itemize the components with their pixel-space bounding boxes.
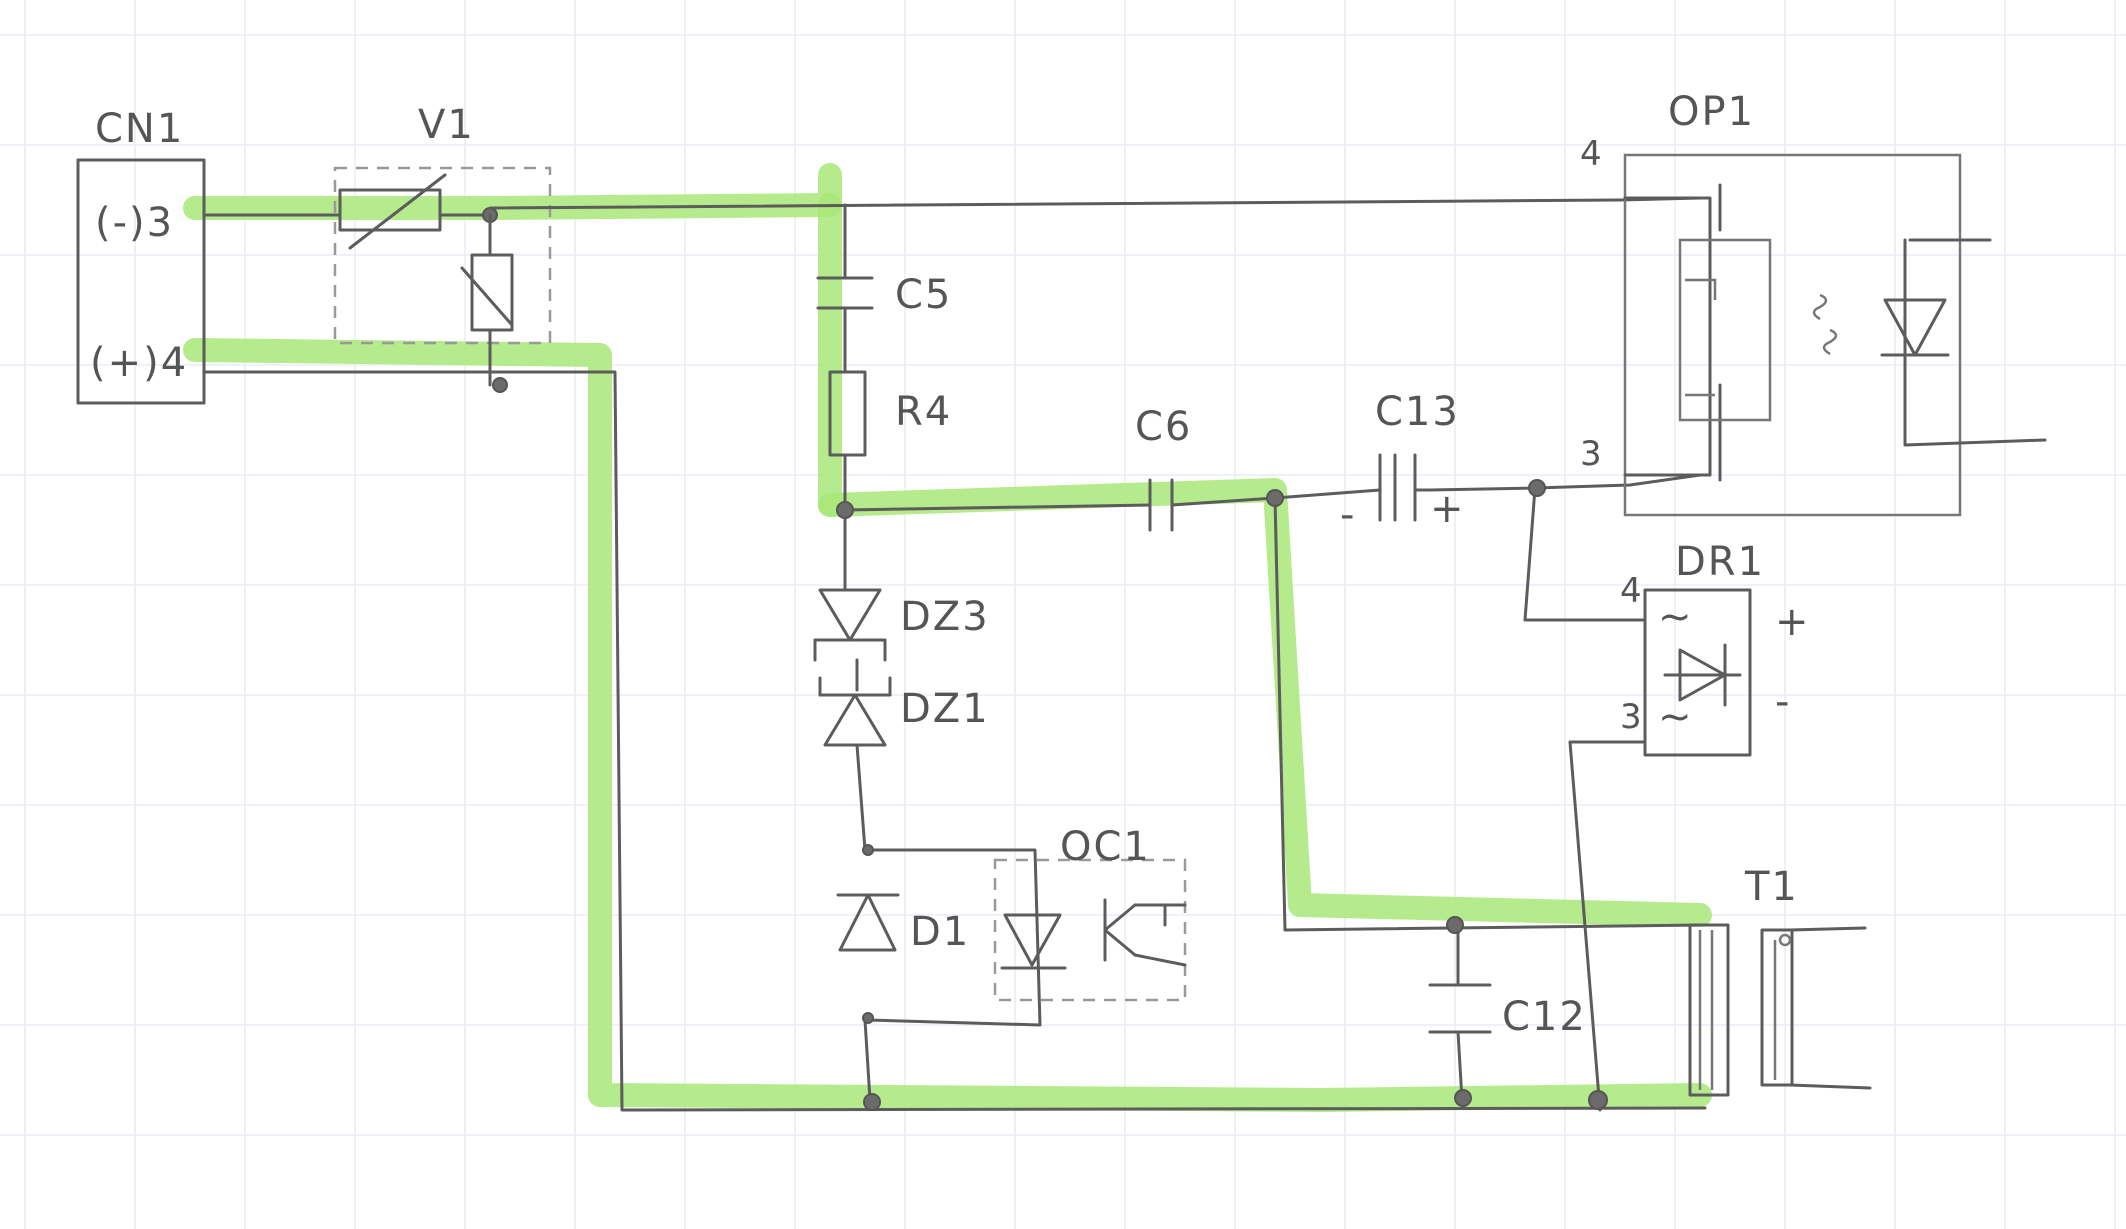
label-t1: T1 bbox=[1744, 864, 1799, 910]
label-cn1: CN1 bbox=[95, 106, 184, 152]
junction-gnd-d1 bbox=[863, 1093, 881, 1111]
label-d1: D1 bbox=[910, 909, 970, 955]
label-dr1: DR1 bbox=[1675, 539, 1765, 585]
bridge-rectifier-dr1: DR1 4 3 ~ ~ + - bbox=[1620, 539, 1811, 757]
label-c5: C5 bbox=[895, 272, 952, 318]
capacitor-c6: C6 bbox=[1135, 404, 1192, 532]
label-v1: V1 bbox=[418, 102, 475, 148]
label-dz3: DZ3 bbox=[900, 594, 990, 640]
label-c6: C6 bbox=[1135, 404, 1192, 450]
op1-pin-4-label: 4 bbox=[1580, 134, 1602, 174]
pin-label-cn1-4: (+)4 bbox=[90, 340, 188, 386]
op1-pin-3-label: 3 bbox=[1580, 434, 1602, 474]
capacitor-c13: C13 - + bbox=[1340, 389, 1466, 538]
highlight-net-top bbox=[183, 163, 842, 220]
junction-r4-c6 bbox=[836, 501, 854, 519]
label-op1: OP1 bbox=[1668, 89, 1755, 135]
highlight-net-ground-left bbox=[183, 338, 1712, 1112]
connector-cn1: CN1 (-)3 (+)4 bbox=[76, 106, 206, 405]
varistor-v1: V1 bbox=[202, 102, 552, 393]
resistor-r4: R4 bbox=[828, 370, 952, 457]
capacitor-c12: C12 bbox=[1428, 983, 1587, 1040]
optocoupler-oc1: OC1 bbox=[993, 824, 1187, 1002]
relay-op1: OP1 4 3 bbox=[1580, 89, 2047, 517]
label-c12: C12 bbox=[1502, 994, 1587, 1040]
dr1-minus: - bbox=[1775, 679, 1791, 725]
junctions bbox=[836, 479, 1608, 1111]
junction-v1-bottom bbox=[492, 377, 508, 393]
pin-label-cn1-3: (-)3 bbox=[95, 200, 174, 246]
diode-d1: D1 bbox=[836, 844, 1042, 1027]
label-dz1: DZ1 bbox=[900, 686, 990, 732]
junction-c12-top bbox=[1446, 916, 1464, 934]
capacitor-c5: C5 bbox=[816, 272, 952, 318]
c13-minus-sign: - bbox=[1340, 492, 1356, 538]
junction-c6-right bbox=[1266, 489, 1284, 507]
dr1-pin-4-label: 4 bbox=[1620, 571, 1642, 611]
label-r4: R4 bbox=[895, 389, 952, 435]
dr1-pin-3-label: 3 bbox=[1620, 697, 1642, 737]
dr1-ac-top: ~ bbox=[1658, 594, 1694, 640]
c13-plus-sign: + bbox=[1430, 486, 1466, 532]
transformer-t1: T1 bbox=[1688, 864, 1872, 1097]
highlight-net-c6 bbox=[818, 478, 1712, 927]
junction-gnd-dr1 bbox=[1588, 1090, 1608, 1110]
junction-gnd-c12 bbox=[1454, 1089, 1472, 1107]
label-oc1: OC1 bbox=[1060, 824, 1151, 870]
zener-dz3: DZ3 bbox=[813, 588, 990, 662]
zener-dz1: DZ1 bbox=[818, 676, 990, 747]
dr1-ac-bottom: ~ bbox=[1658, 694, 1694, 740]
junction-c13-right bbox=[1528, 479, 1546, 497]
dr1-plus: + bbox=[1775, 599, 1811, 645]
label-c13: C13 bbox=[1375, 389, 1460, 435]
wires bbox=[202, 196, 1707, 1112]
